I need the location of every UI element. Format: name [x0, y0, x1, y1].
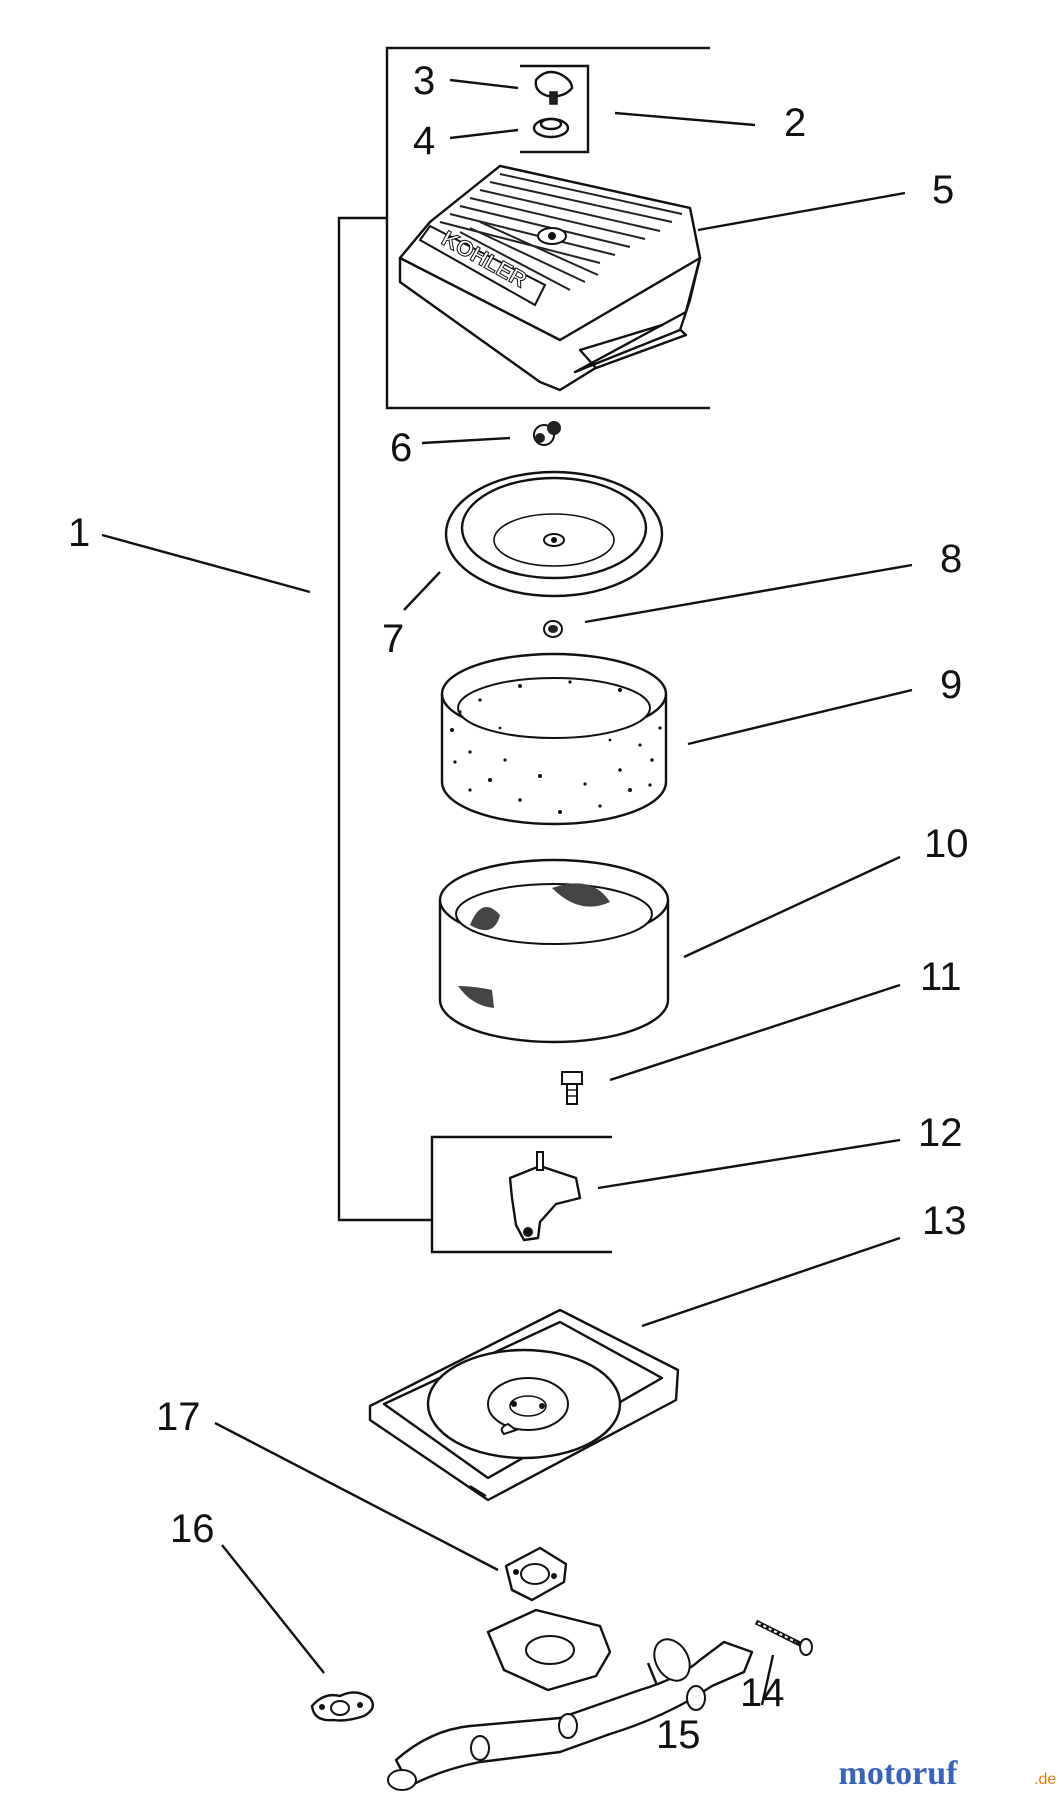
- callout-10: 10: [924, 822, 969, 866]
- part-12-bracket: [508, 1151, 582, 1242]
- callout-15: 15: [656, 1713, 701, 1757]
- part-4-grommet: [532, 117, 570, 139]
- callout-12: 12: [918, 1111, 963, 1155]
- part-14-screw: [754, 1619, 813, 1656]
- watermark-suffix: .de: [1034, 1771, 1056, 1788]
- part-11-stud: [561, 1071, 583, 1105]
- leader-lines: [101, 78, 913, 1706]
- assembly-brackets: [337, 46, 710, 1254]
- callout-9: 9: [940, 663, 962, 707]
- callout-17: 17: [156, 1395, 201, 1439]
- watermark-text: motoruf: [839, 1755, 959, 1792]
- callout-2: 2: [784, 101, 806, 145]
- callout-labels: 1 2 3 4 5 6 7 8 9 10 11 12 13 14 15 16 1…: [68, 59, 969, 1757]
- callout-5: 5: [932, 168, 954, 212]
- callout-4: 4: [413, 119, 435, 163]
- part-7-element-cover: [444, 470, 664, 598]
- callout-1: 1: [68, 511, 90, 555]
- part-16-gasket: [310, 1691, 375, 1722]
- callout-6: 6: [390, 426, 412, 470]
- callout-3: 3: [413, 59, 435, 103]
- part-3-wing-nut: [534, 70, 574, 105]
- part-15-elbow: [387, 1608, 754, 1791]
- callout-13: 13: [922, 1199, 967, 1243]
- part-17-gasket: [504, 1546, 568, 1602]
- part-8-seal-nut: [543, 620, 563, 638]
- callout-16: 16: [170, 1507, 215, 1551]
- callout-7: 7: [382, 617, 404, 661]
- callout-8: 8: [940, 537, 962, 581]
- watermark-logo: motoruf .de: [839, 1755, 1057, 1792]
- part-13-base: [368, 1308, 680, 1502]
- callout-14: 14: [740, 1671, 785, 1715]
- part-9-precleaner: [440, 652, 668, 826]
- part-5-air-cleaner-cover: KOHLER: [398, 164, 702, 392]
- callout-11: 11: [920, 955, 962, 999]
- part-10-air-filter-element: [438, 858, 670, 1044]
- part-6-nut: [533, 421, 561, 446]
